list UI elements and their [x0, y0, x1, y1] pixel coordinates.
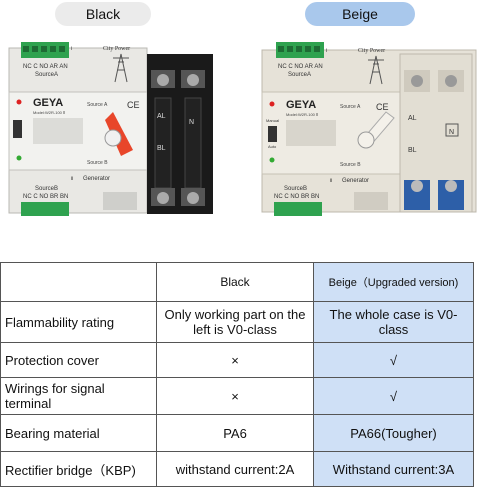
brand-logo-text: GEYA	[286, 99, 316, 111]
al-label: AL	[408, 115, 417, 122]
black-value-cell: withstand current:2A	[156, 451, 314, 487]
black-value-cell: ×	[156, 377, 314, 415]
table-row: Wirings for signal terminal × √	[0, 377, 474, 415]
beige-value-cell: PA66(Tougher)	[313, 414, 474, 452]
black-value-cell: PA6	[156, 414, 314, 452]
red-switch-handle	[104, 112, 133, 156]
generator-label: Generator	[83, 176, 110, 182]
generator-label: Generator	[342, 178, 369, 184]
roman-1-label: Ⅰ	[326, 48, 327, 54]
source-a-label: Source A	[87, 102, 108, 108]
brand-logo-text: GEYA	[33, 97, 63, 109]
beige-variant-label: Beige	[305, 2, 415, 26]
bl-label: BL	[157, 145, 166, 152]
bl-label: BL	[408, 147, 417, 154]
feature-cell: Protection cover	[0, 342, 157, 378]
source-b-short-label: SourceB	[35, 186, 58, 192]
n-label: N	[449, 129, 454, 136]
beige-value-cell: √	[313, 342, 474, 378]
source-b-short-label: SourceB	[284, 186, 307, 192]
terminal-top-label: NC C NO AR AN	[23, 64, 68, 70]
header-cell-empty	[0, 262, 157, 302]
roman-2-label: Ⅱ	[71, 176, 73, 182]
black-breaker-module: AL BL N	[147, 54, 213, 214]
ce-mark: CE	[376, 102, 389, 112]
n-label: N	[189, 119, 194, 126]
power-tower-icon	[113, 53, 129, 83]
table-row: Protection cover × √	[0, 342, 474, 378]
terminal-bottom-label: NC C NO BR BN	[274, 194, 319, 200]
auto-label: Auto	[268, 144, 277, 149]
feature-cell: Rectifier bridge（KBP)	[0, 451, 157, 487]
ce-mark: CE	[127, 100, 140, 110]
header-cell-black: Black	[156, 262, 314, 302]
city-power-label: City Power	[358, 48, 385, 54]
power-tower-icon	[368, 55, 384, 85]
top-terminal-block	[276, 42, 324, 58]
feature-cell: Wirings for signal terminal	[0, 377, 157, 415]
beige-switch-handle	[357, 111, 395, 149]
header-beige-text: Beige（Upgraded version)	[328, 277, 459, 289]
source-a-short-label: SourceA	[288, 72, 311, 78]
source-b-label: Source B	[87, 160, 108, 166]
terminal-top-label: NC C NO AR AN	[278, 64, 323, 70]
table-row: Flammability rating Only working part on…	[0, 301, 474, 343]
roman-2-label: Ⅱ	[330, 178, 332, 184]
feature-cell: Bearing material	[0, 414, 157, 452]
black-value-cell: ×	[156, 342, 314, 378]
model-label: Model:W2R-100 Ⅱ	[286, 112, 318, 117]
beige-value-cell: √	[313, 377, 474, 415]
model-label: Model:W2R-100 Ⅱ	[33, 110, 65, 115]
feature-cell: Flammability rating	[0, 301, 157, 343]
roman-1-label: Ⅰ	[71, 46, 72, 52]
bottom-terminal-block	[274, 202, 322, 216]
black-label-text: Black	[85, 6, 121, 22]
source-b-label: Source B	[340, 162, 361, 168]
city-power-label: City Power	[103, 46, 130, 52]
beige-breaker-module: AL N BL	[399, 53, 473, 213]
table-row: Bearing material PA6 PA66(Tougher)	[0, 414, 474, 452]
header-cell-beige: Beige（Upgraded version)	[313, 262, 474, 302]
table-header-row: Black Beige（Upgraded version)	[0, 262, 474, 302]
al-label: AL	[157, 113, 166, 120]
beige-label-text: Beige	[342, 6, 378, 22]
top-terminal-block	[21, 42, 69, 58]
source-a-label: Source A	[340, 104, 361, 110]
comparison-table: Black Beige（Upgraded version) Flammabili…	[0, 262, 474, 487]
table-row: Rectifier bridge（KBP) withstand current:…	[0, 451, 474, 487]
black-switch-image: NC C NO AR AN SourceA Ⅰ City Power GEYA …	[5, 40, 220, 220]
beige-value-cell: The whole case is V0-class	[313, 301, 474, 343]
source-a-short-label: SourceA	[35, 72, 58, 78]
bottom-terminal-block	[21, 202, 69, 216]
beige-value-cell: Withstand current:3A	[313, 451, 474, 487]
terminal-bottom-label: NC C NO BR BN	[23, 194, 68, 200]
beige-switch-image: NC C NO AR AN SourceA Ⅰ City Power GEYA …	[258, 40, 480, 220]
manual-label: Manual	[266, 118, 279, 123]
black-variant-label: Black	[55, 2, 151, 26]
black-value-cell: Only working part on the left is V0-clas…	[156, 301, 314, 343]
